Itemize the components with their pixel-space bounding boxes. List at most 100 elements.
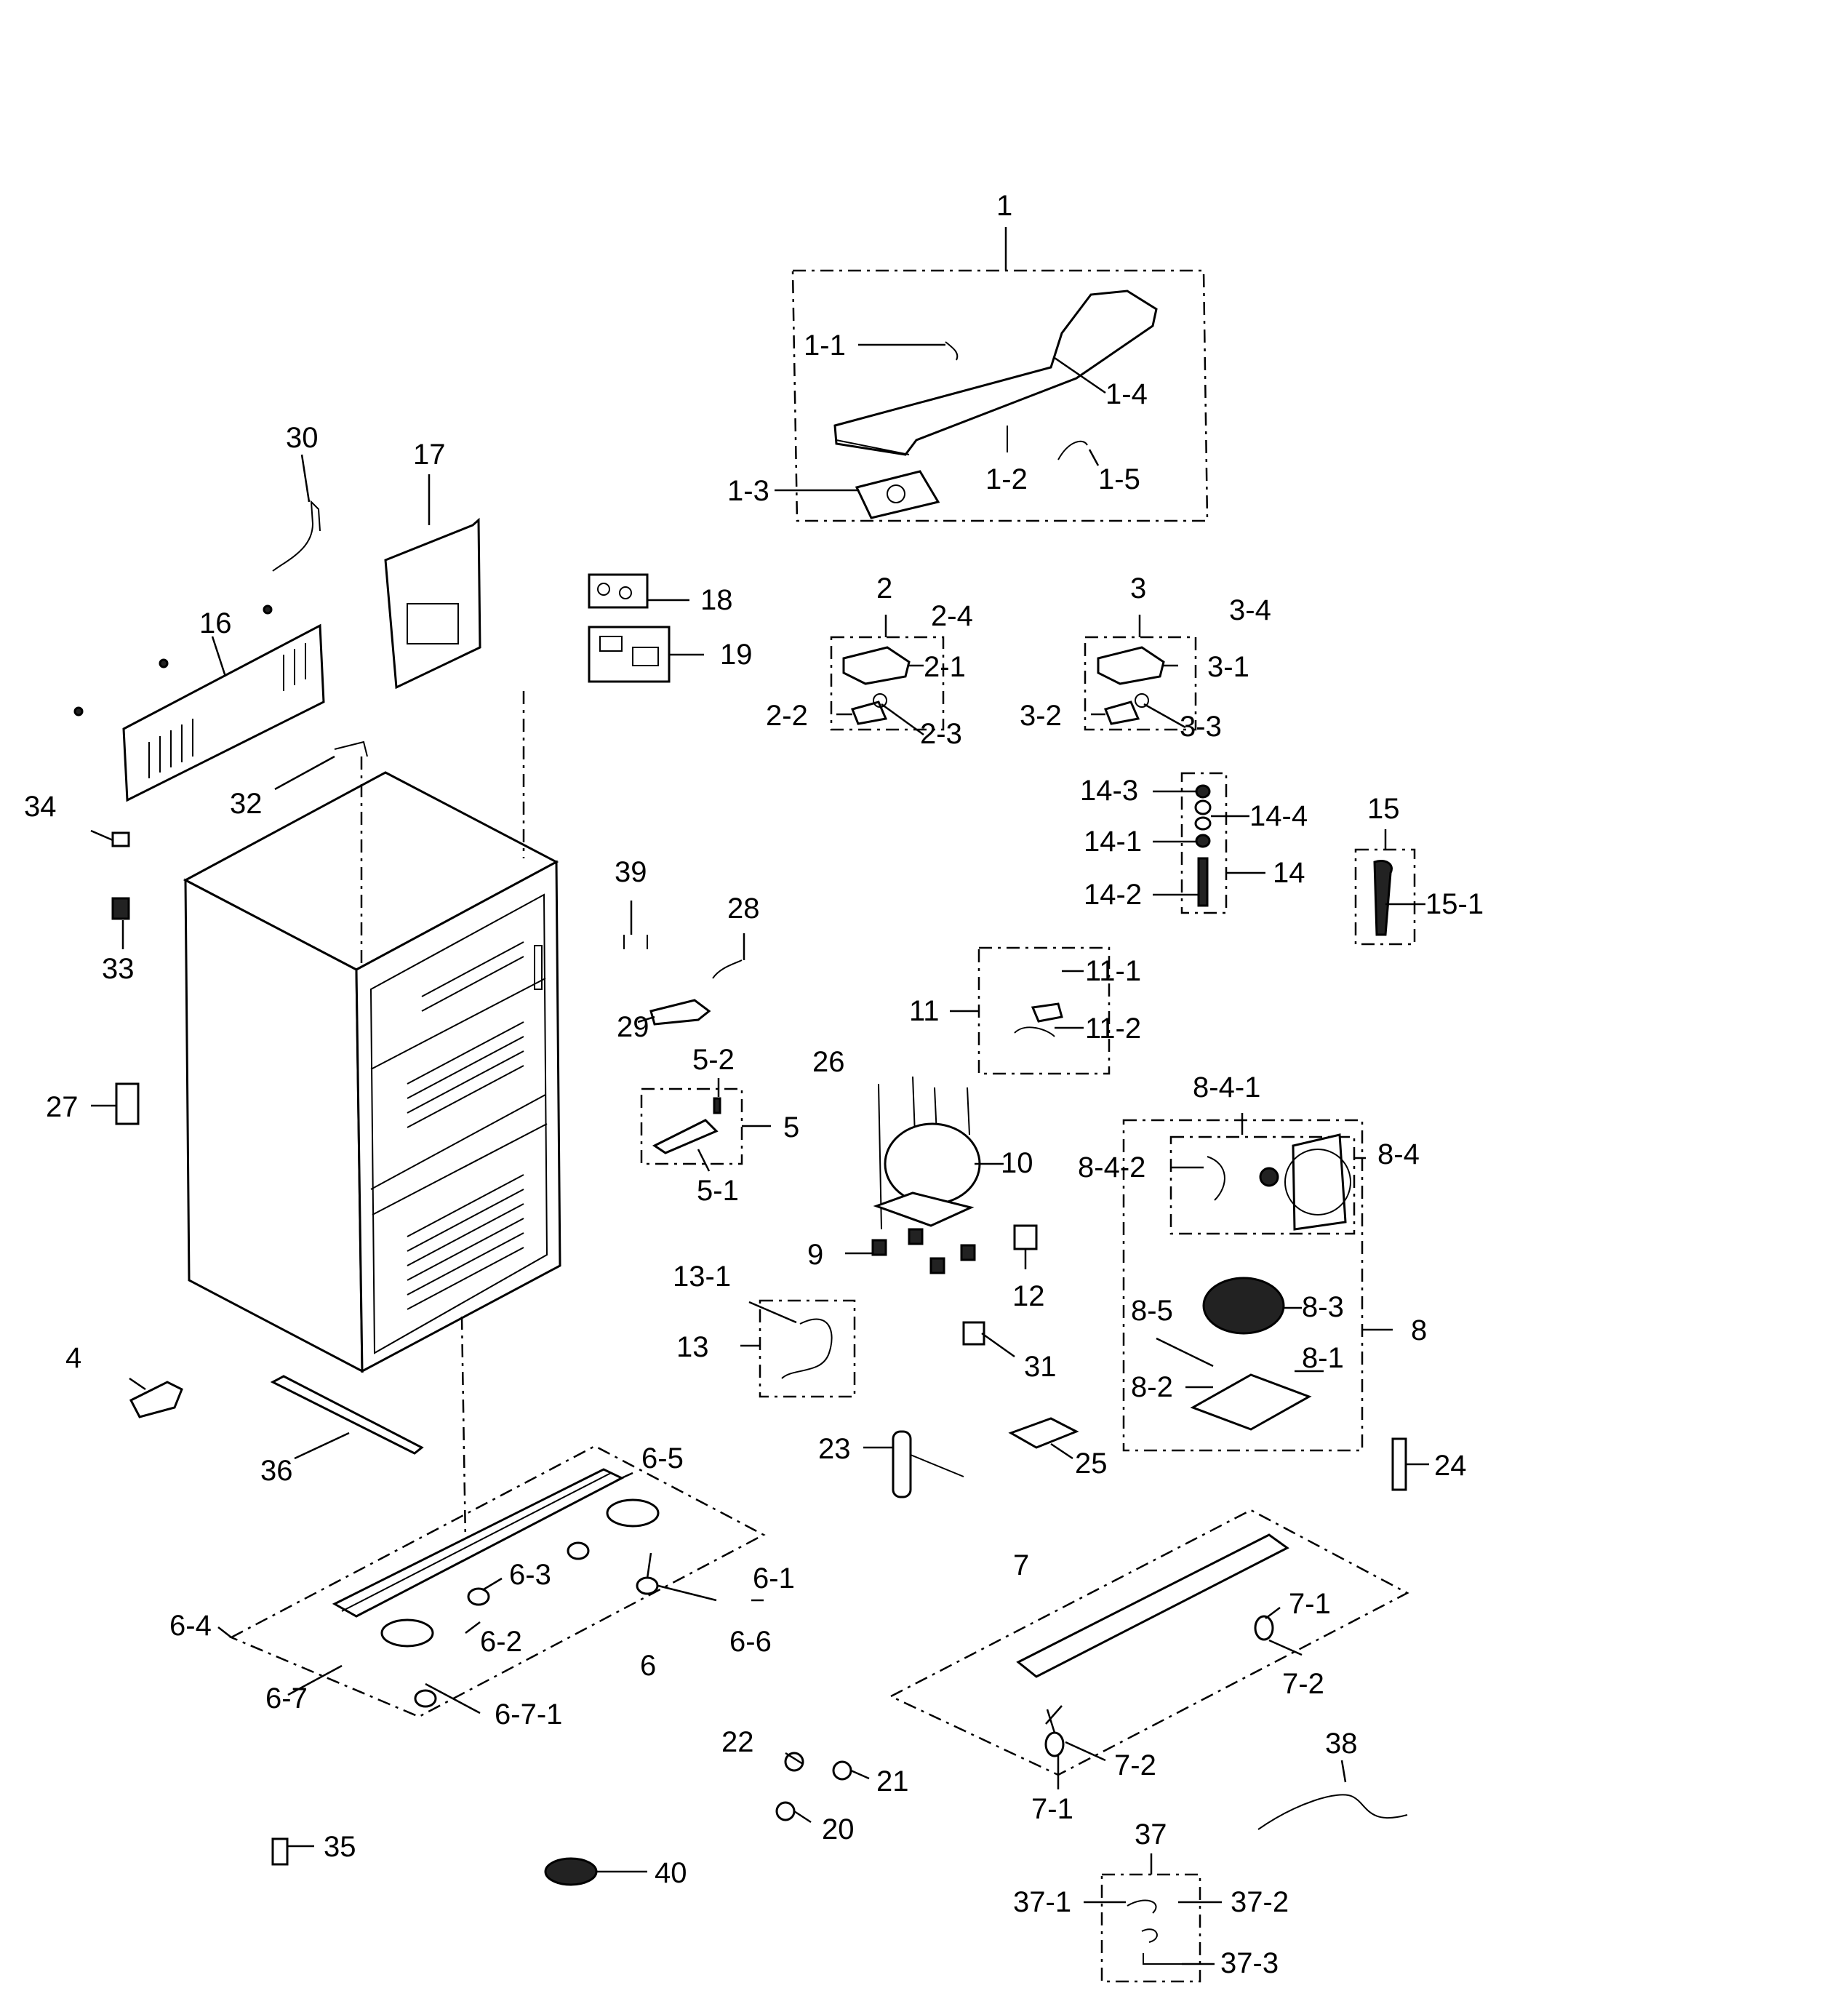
- callout-7-1-bottom: 7-1: [1031, 1793, 1073, 1825]
- parts: [73, 290, 1408, 1965]
- callout-14-2: 14-2: [1084, 879, 1142, 911]
- hinge-wire-part: [945, 341, 959, 361]
- group-box-1: [791, 269, 1209, 522]
- group-box-2: [830, 636, 945, 731]
- callout-5-2: 5-2: [692, 1044, 735, 1076]
- hinge-pin-32-part: [334, 740, 368, 757]
- part-24: [1391, 1437, 1407, 1491]
- callout-14-3: 14-3: [1080, 775, 1138, 807]
- callout-3-4: 3-4: [1229, 594, 1271, 626]
- group-box-11: [977, 946, 1111, 1075]
- callout-30: 30: [286, 422, 319, 454]
- callout-14-4: 14-4: [1249, 800, 1308, 832]
- part-5: [652, 1119, 719, 1154]
- hinge-pin-39-part: [623, 935, 648, 949]
- group-box-13: [759, 1299, 856, 1398]
- callout-11: 11: [909, 995, 940, 1027]
- callout-6-4: 6-4: [169, 1610, 212, 1642]
- part-33: [111, 897, 130, 920]
- group-box-8: [1122, 1119, 1364, 1452]
- rail-part: [270, 1375, 424, 1455]
- callout-35: 35: [324, 1831, 356, 1863]
- part-15: [1373, 860, 1393, 936]
- callout-8-4-1: 8-4-1: [1193, 1071, 1260, 1103]
- callout-8-5: 8-5: [1131, 1295, 1173, 1327]
- part-4: [129, 1381, 183, 1418]
- callout-3: 3: [1130, 572, 1146, 604]
- callout-34: 34: [24, 791, 57, 823]
- callout-6-6: 6-6: [729, 1626, 772, 1658]
- callout-37: 37: [1135, 1819, 1167, 1851]
- callout-31: 31: [1024, 1351, 1057, 1383]
- callout-1-2: 1-2: [985, 463, 1028, 495]
- part-22: [784, 1752, 804, 1772]
- callout-5-1: 5-1: [697, 1175, 739, 1207]
- callout-8-3: 8-3: [1302, 1291, 1344, 1323]
- callout-37-2: 37-2: [1231, 1886, 1289, 1918]
- callout-3-2: 3-2: [1020, 700, 1062, 732]
- group-box-8-4: [1169, 1135, 1356, 1235]
- callout-13: 13: [676, 1331, 709, 1363]
- callout-5: 5: [783, 1111, 799, 1143]
- hinge-cap-part: [1057, 440, 1088, 460]
- part-27: [115, 1082, 140, 1125]
- callout-18: 18: [700, 584, 733, 616]
- callout-6-7-1: 6-7-1: [495, 1698, 562, 1730]
- callout-20: 20: [822, 1813, 855, 1845]
- callout-2-4: 2-4: [931, 600, 973, 632]
- part-20: [775, 1801, 796, 1821]
- callout-28: 28: [727, 893, 760, 925]
- top-hinge-bracket-part: [833, 290, 1158, 456]
- callout-1-4: 1-4: [1105, 378, 1148, 410]
- part-13: [781, 1318, 833, 1379]
- callout-3-3: 3-3: [1180, 711, 1222, 743]
- part-31: [962, 1321, 985, 1346]
- part-25: [1008, 1417, 1079, 1449]
- compressor-part: [884, 1122, 981, 1205]
- callout-8-4-2: 8-4-2: [1078, 1151, 1145, 1183]
- part-29: [649, 999, 711, 1026]
- callout-2-2: 2-2: [766, 700, 808, 732]
- group-box-5: [640, 1087, 743, 1165]
- callout-6-5: 6-5: [641, 1442, 684, 1474]
- callout-7-2-right: 7-2: [1282, 1668, 1324, 1700]
- callout-26: 26: [812, 1046, 845, 1078]
- part-34: [111, 831, 130, 847]
- callout-21: 21: [876, 1765, 909, 1797]
- callout-8-4: 8-4: [1377, 1138, 1420, 1170]
- callout-6-7: 6-7: [265, 1682, 308, 1714]
- callout-11-2: 11-2: [1085, 1013, 1141, 1045]
- callout-4: 4: [65, 1342, 81, 1374]
- callout-37-3: 37-3: [1220, 1947, 1279, 1979]
- cable-part: [1257, 1794, 1408, 1830]
- callout-15-1: 15-1: [1425, 888, 1484, 920]
- group-box-14: [1180, 772, 1228, 914]
- part-35: [271, 1837, 289, 1866]
- cover-plate-part: [1016, 1533, 1289, 1678]
- part-40: [544, 1857, 598, 1886]
- part-28: [712, 959, 743, 979]
- callout-1-1: 1-1: [804, 330, 846, 362]
- group-box-6: [229, 1445, 766, 1718]
- hinge-plate-part: [855, 470, 940, 519]
- callout-24: 24: [1434, 1450, 1467, 1482]
- callout-8-1: 8-1: [1302, 1342, 1344, 1374]
- group-box-37: [1100, 1873, 1201, 1983]
- cabinet-part: [183, 771, 561, 1373]
- part-21: [832, 1760, 852, 1781]
- callout-8-2: 8-2: [1131, 1371, 1173, 1403]
- callout-17: 17: [413, 439, 446, 471]
- callout-10: 10: [1001, 1147, 1033, 1179]
- callout-9: 9: [807, 1239, 823, 1271]
- callout-6: 6: [640, 1650, 656, 1682]
- group-boxes: [229, 269, 1416, 1983]
- callout-6-1: 6-1: [753, 1562, 795, 1594]
- callout-7-2-bottom: 7-2: [1114, 1749, 1156, 1781]
- callout-2: 2: [876, 572, 892, 604]
- callout-25: 25: [1075, 1448, 1108, 1480]
- callout-33: 33: [102, 953, 135, 985]
- part-12: [1013, 1224, 1038, 1250]
- group-box-7: [889, 1509, 1409, 1776]
- callout-37-1: 37-1: [1013, 1886, 1071, 1918]
- callout-labels: 1 1-1 1-4 1-3 1-2 1-5 2 2-4 2-1 2-2 2-3 …: [24, 190, 1484, 1979]
